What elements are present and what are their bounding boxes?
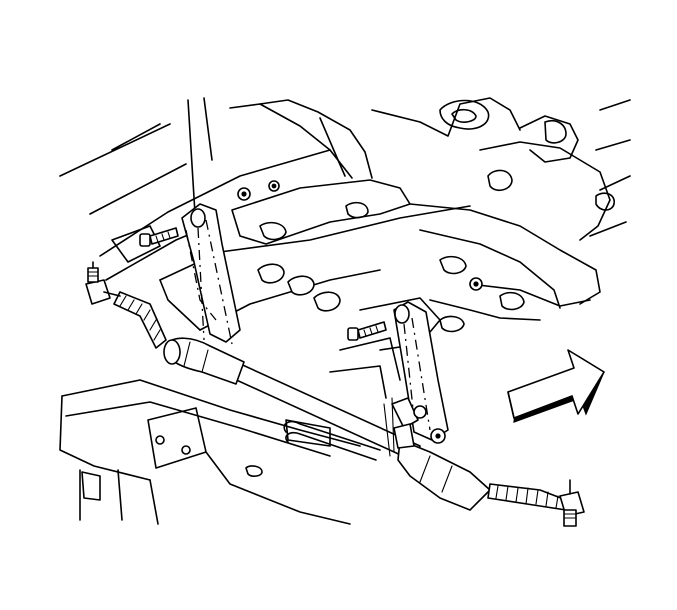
right-tie-rod-end	[559, 479, 585, 527]
steering-gear-rack	[113, 291, 567, 511]
inner-tie-rod-boots	[113, 291, 567, 511]
left-bracket-nut	[237, 180, 280, 201]
mounting-bolts	[139, 227, 387, 341]
fluid-lines	[283, 420, 381, 461]
frame-structure	[59, 97, 631, 525]
left-tie-rod-end	[85, 261, 121, 305]
front-direction-arrow-icon	[507, 349, 605, 423]
right-mounting-bracket	[393, 301, 449, 441]
right-bracket-bolt	[347, 321, 387, 341]
right-bracket-nut	[469, 277, 483, 291]
left-bracket-bolt	[139, 227, 179, 247]
mounting-nuts	[237, 180, 483, 291]
left-mounting-bracket	[181, 203, 241, 345]
